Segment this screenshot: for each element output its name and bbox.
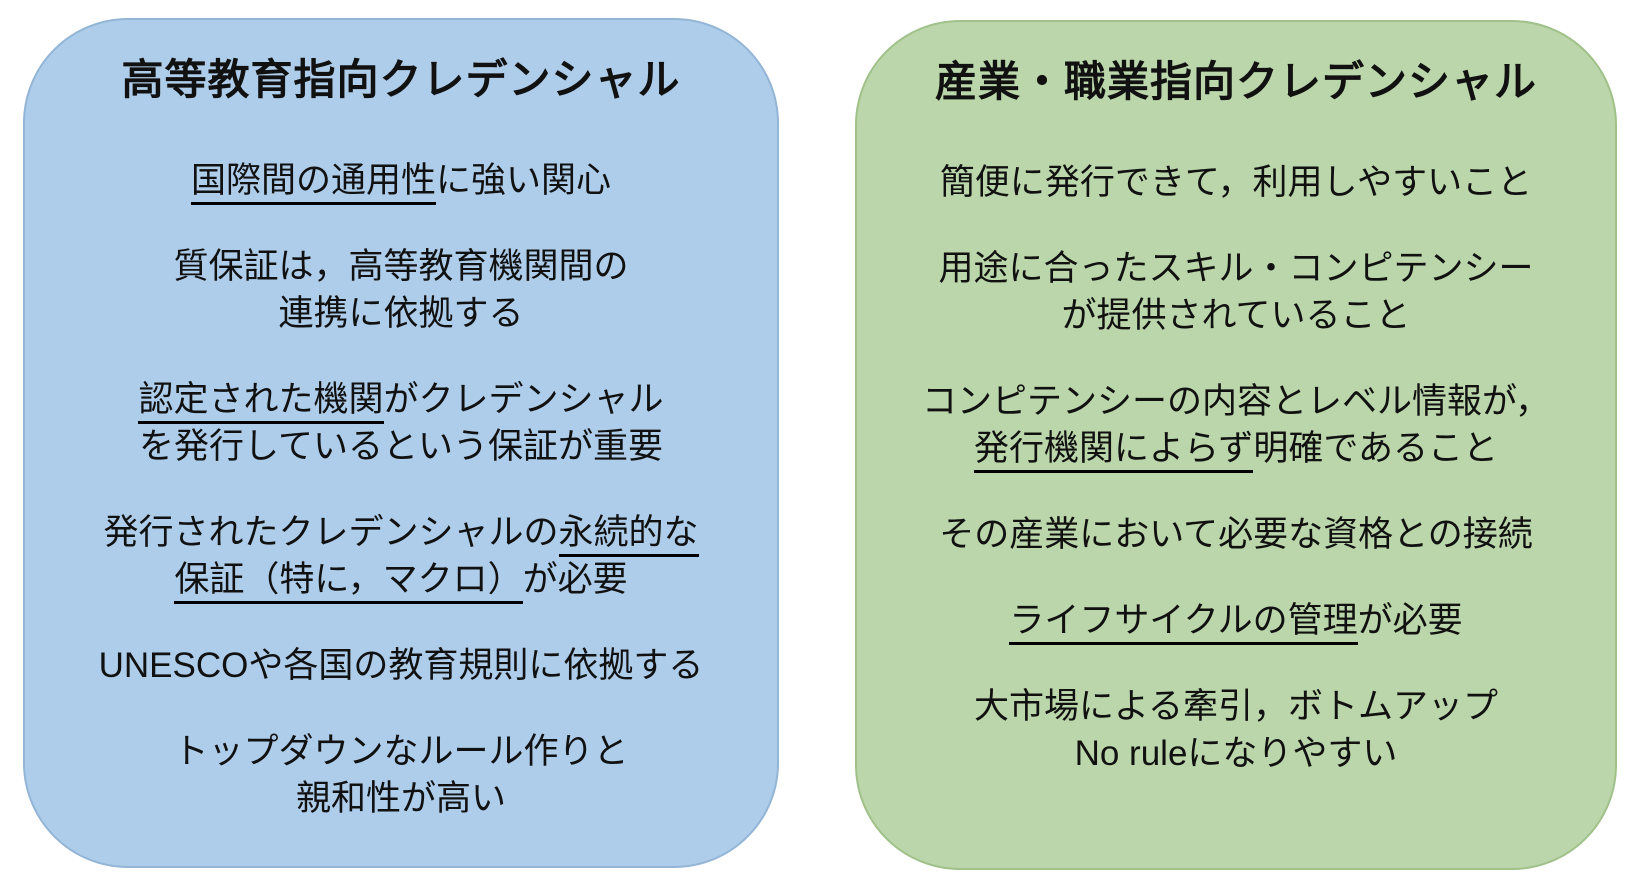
text-segment: 発行されたクレデンシャルの [103,513,559,552]
item-line: UNESCOや各国の教育規則に依拠する [35,642,767,689]
item-line: 用途に合ったスキル・コンピテンシー [867,245,1605,292]
industry-vocation-card: 産業・職業指向クレデンシャル 簡便に発行できて，利用しやすいこと用途に合ったスキ… [855,20,1617,870]
text-segment: 質保証は，高等教育機関間の [173,247,629,286]
item-line: ライフサイクルの管理が必要 [867,597,1605,645]
text-segment: が必要 [1357,601,1463,640]
text-segment: 親和性が高い [295,779,506,818]
card-item: その産業において必要な資格との接続 [867,511,1605,558]
text-segment: その産業において必要な資格との接続 [939,515,1533,554]
card-item: コンピテンシーの内容とレベル情報が， 発行機関によらず明確であること [867,378,1605,473]
card-item: UNESCOや各国の教育規則に依拠する [35,642,767,689]
card-item: 用途に合ったスキル・コンピテンシーが提供されていること [867,245,1605,339]
higher-education-card-title: 高等教育指向クレデンシャル [121,56,681,103]
card-items: 国際間の通用性に強い関心質保証は，高等教育機関間の連携に依拠する認定された機関が… [35,157,767,822]
item-line: その産業において必要な資格との接続 [867,511,1605,558]
item-line: トップダウンなルール作りと [35,728,767,775]
card-item: 発行されたクレデンシャルの永続的な保証（特に，マクロ）が必要 [35,509,767,604]
text-segment: 大市場による牽引，ボトムアップ [974,687,1498,726]
item-line: コンピテンシーの内容とレベル情報が， [867,378,1605,425]
underlined-text: ライフサイクルの管理 [1009,601,1358,645]
item-line: 発行されたクレデンシャルの永続的な [35,509,767,557]
text-segment: No ruleになりやすい [1074,734,1398,773]
item-line: No ruleになりやすい [867,730,1605,777]
text-segment: がクレデンシャル [383,380,664,419]
card-item: トップダウンなルール作りと親和性が高い [35,728,767,822]
underlined-text: 保証（特に，マクロ） [174,560,523,604]
card-item: ライフサイクルの管理が必要 [867,597,1605,645]
item-line: を発行しているという保証が重要 [35,423,767,470]
text-segment: トップダウンなルール作りと [173,732,629,771]
card-items: 簡便に発行できて，利用しやすいこと用途に合ったスキル・コンピテンシーが提供されて… [867,159,1605,777]
underlined-text: 永続的な [558,513,699,557]
card-item: 認定された機関がクレデンシャルを発行しているという保証が重要 [35,376,767,470]
card-item: 簡便に発行できて，利用しやすいこと [867,159,1605,206]
higher-education-card: 高等教育指向クレデンシャル 国際間の通用性に強い関心質保証は，高等教育機関間の連… [23,18,779,868]
text-segment: 明確であること [1253,429,1498,468]
item-line: 簡便に発行できて，利用しやすいこと [867,159,1605,206]
text-segment: 用途に合ったスキル・コンピテンシー [938,249,1534,288]
item-line: 質保証は，高等教育機関間の [35,243,767,290]
item-line: 大市場による牽引，ボトムアップ [867,683,1605,730]
item-line: 認定された機関がクレデンシャル [35,376,767,424]
card-item: 大市場による牽引，ボトムアップ No ruleになりやすい [867,683,1605,777]
industry-vocation-card-title: 産業・職業指向クレデンシャル [934,58,1537,105]
underlined-text: 認定された機関 [138,380,384,424]
item-line: 連携に依拠する [35,290,767,337]
item-line: が提供されていること [867,292,1605,339]
text-segment: に強い関心 [436,161,612,200]
item-line: 国際間の通用性に強い関心 [35,157,767,205]
card-item: 質保証は，高等教育機関間の連携に依拠する [35,243,767,337]
text-segment: を発行しているという保証が重要 [139,427,663,466]
text-segment: UNESCOや各国の教育規則に依拠する [98,646,704,685]
text-segment: コンピテンシーの内容とレベル情報が， [922,382,1550,421]
text-segment: 連携に依拠する [278,294,524,333]
item-line: 親和性が高い [35,775,767,822]
underlined-text: 国際間の通用性 [190,161,436,205]
underlined-text: 発行機関によらず [974,429,1254,473]
item-line: 発行機関によらず明確であること [867,425,1605,473]
item-line: 保証（特に，マクロ）が必要 [35,556,767,604]
text-segment: が必要 [522,560,628,599]
card-item: 国際間の通用性に強い関心 [35,157,767,205]
text-segment: 簡便に発行できて，利用しやすいこと [939,163,1533,202]
text-segment: が提供されていること [1061,296,1411,335]
